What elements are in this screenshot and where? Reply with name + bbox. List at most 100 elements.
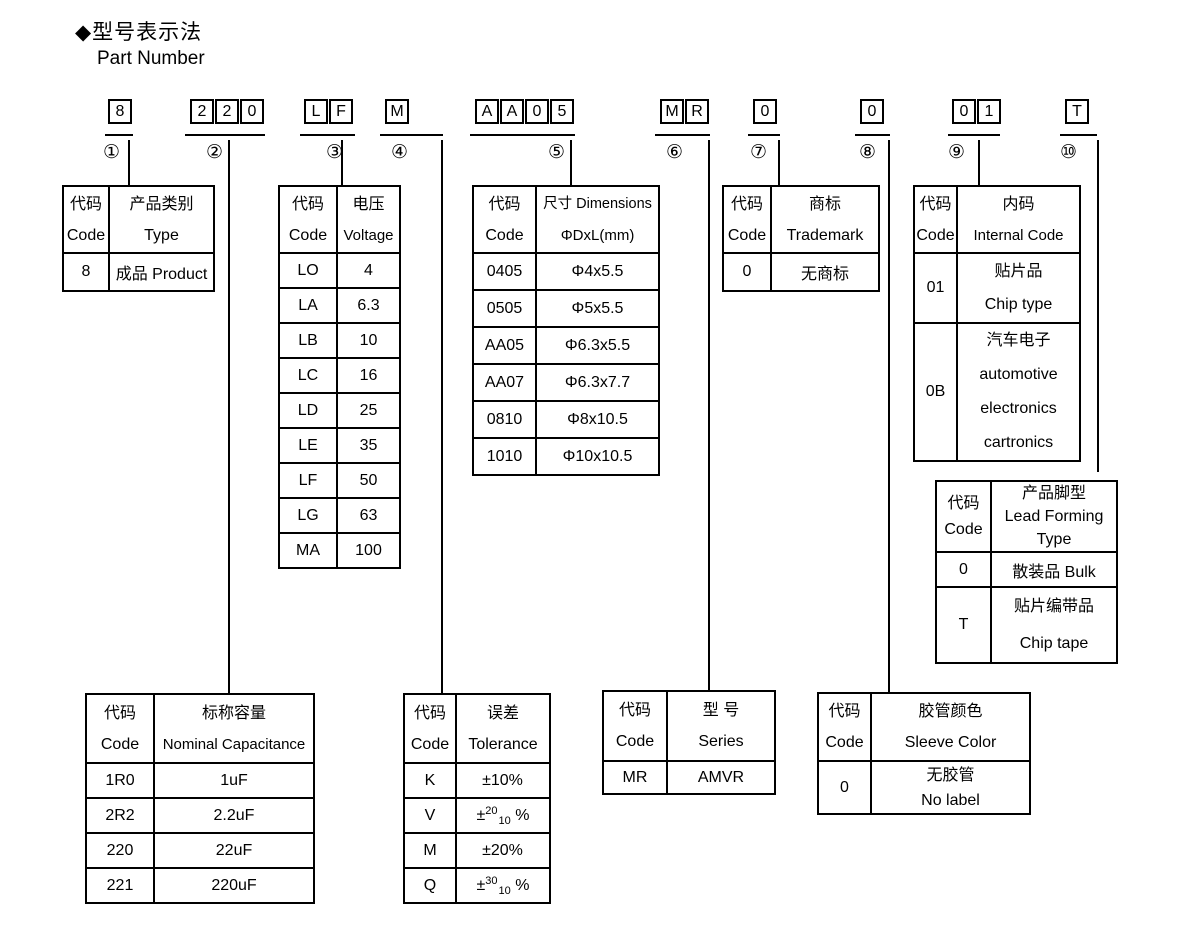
table-row: LE 35 [278, 427, 401, 464]
group-marker: ⑤ [548, 142, 566, 163]
group-marker: ④ [391, 142, 409, 163]
value-cell: 成品 Product [108, 252, 215, 292]
code-header-cell: 代码 Code [602, 690, 668, 762]
tolerance-sub: 10 [498, 814, 511, 827]
value-cell: 25 [336, 392, 401, 429]
table-row: 8 成品 Product [62, 252, 215, 292]
value-line: 贴片品 [994, 263, 1043, 280]
table-row: 0 散装品 Bulk [935, 551, 1118, 588]
group-underline [105, 134, 133, 136]
header-label-zh: 产品脚型 [1021, 485, 1086, 502]
header-label-zh: 胶管颜色 [918, 703, 983, 720]
table-row: LC 16 [278, 357, 401, 394]
part-char-box: 5 [550, 99, 574, 124]
group-underline [300, 134, 355, 136]
header-label-en: Code [944, 520, 983, 538]
header-label-en: Lead Forming [1004, 508, 1104, 525]
value-line: 无胶管 [926, 766, 975, 784]
header-label-zh: 产品类别 [129, 195, 194, 213]
code-cell: 0 [817, 760, 872, 815]
table-header-row: 代码 Code 电压 Voltage [278, 185, 401, 254]
tolerance-value: ± [476, 806, 486, 824]
header-label-en: Code [410, 735, 450, 753]
header-label-en: Code [485, 226, 524, 244]
connector-line [778, 140, 780, 185]
header-label-zh: 型 号 [702, 702, 740, 719]
value-line: cartronics [983, 434, 1054, 451]
header-label-en: Sleeve Color [904, 734, 997, 751]
value-line: automotive [979, 366, 1058, 383]
code-cell: M [403, 832, 457, 869]
tolerance-sup: 30 [485, 874, 498, 887]
part-char-box: A [500, 99, 524, 124]
header-label-en: Code [727, 226, 767, 244]
code-cell: 0 [935, 551, 992, 588]
table-row: AA05 Φ6.3x5.5 [472, 326, 660, 365]
value-cell: Φ5x5.5 [535, 289, 660, 328]
page-title-en: Part Number [97, 48, 205, 69]
table-header-row: 代码 Code 内码 Internal Code [913, 185, 1081, 254]
value-cell: 22uF [153, 832, 315, 869]
table-row: 0 无商标 [722, 252, 880, 292]
code-header-cell: 代码 Code [472, 185, 537, 254]
group-underline [948, 134, 1000, 136]
part-char-box: R [685, 99, 709, 124]
code-cell: LO [278, 252, 338, 289]
part-char-box: 2 [190, 99, 214, 124]
code-header-cell: 代码 Code [278, 185, 338, 254]
table-row: LG 63 [278, 497, 401, 534]
code-header-cell: 代码 Code [935, 480, 992, 553]
header-label-zh: 代码 [291, 195, 324, 213]
value-cell: 无商标 [770, 252, 880, 292]
value-header-cell: 型 号 Series [666, 690, 776, 762]
group-underline [380, 134, 443, 136]
code-cell: AA05 [472, 326, 537, 365]
table-row: 0405 Φ4x5.5 [472, 252, 660, 291]
part-char-box: 8 [108, 99, 132, 124]
code-cell: 8 [62, 252, 110, 292]
code-cell: LB [278, 322, 338, 359]
table-row: 01 贴片品 Chip type [913, 252, 1081, 324]
page-title-zh: ◆型号表示法 [75, 21, 203, 44]
table-header-row: 代码 Code 型 号 Series [602, 690, 776, 762]
dimensions-table: 代码 Code 尺寸 Dimensions ΦDxL(mm) 0405 Φ4x5… [472, 185, 660, 476]
value-cell: 63 [336, 497, 401, 534]
header-label-en: Voltage [343, 226, 394, 244]
code-cell: LF [278, 462, 338, 499]
tolerance-post: % [510, 876, 530, 894]
part-char-box: 2 [215, 99, 239, 124]
value-cell: Φ6.3x7.7 [535, 363, 660, 402]
part-char-box: 0 [753, 99, 777, 124]
code-cell: 2R2 [85, 797, 155, 834]
internal-code-table: 代码 Code 内码 Internal Code 01 贴片品 Chip typ… [913, 185, 1081, 462]
code-cell: 0505 [472, 289, 537, 328]
value-cell: Φ8x10.5 [535, 400, 660, 439]
code-cell: LG [278, 497, 338, 534]
capacitance-table: 代码 Code 标称容量 Nominal Capacitance 1R0 1uF… [85, 693, 315, 904]
value-cell: ±20% [455, 832, 551, 869]
tolerance-sup: 20 [485, 804, 498, 817]
header-label-zh: 代码 [730, 195, 763, 213]
header-label-zh: 误差 [486, 704, 519, 722]
code-cell: AA07 [472, 363, 537, 402]
value-cell: ±10% [455, 762, 551, 799]
table-row: LA 6.3 [278, 287, 401, 324]
part-char-box: 1 [977, 99, 1001, 124]
code-cell: 0B [913, 322, 958, 462]
value-cell: 220uF [153, 867, 315, 904]
header-label-zh: 内码 [1002, 195, 1035, 213]
group-underline [1060, 134, 1097, 136]
header-label-zh: 代码 [828, 703, 861, 720]
group-marker: ② [206, 142, 224, 163]
value-cell: 16 [336, 357, 401, 394]
header-label-en: Tolerance [468, 735, 538, 753]
group-marker: ⑩ [1060, 142, 1078, 163]
code-header-cell: 代码 Code [62, 185, 110, 254]
header-label-en: Type [1036, 531, 1072, 548]
value-cell: 100 [336, 532, 401, 569]
table-row: T 贴片编带品 Chip tape [935, 586, 1118, 664]
value-header-cell: 标称容量 Nominal Capacitance [153, 693, 315, 764]
sleeve-color-table: 代码 Code 胶管颜色 Sleeve Color 0 无胶管 No label [817, 692, 1031, 815]
value-line: 贴片编带品 [1013, 598, 1094, 615]
value-cell: 贴片品 Chip type [956, 252, 1081, 324]
